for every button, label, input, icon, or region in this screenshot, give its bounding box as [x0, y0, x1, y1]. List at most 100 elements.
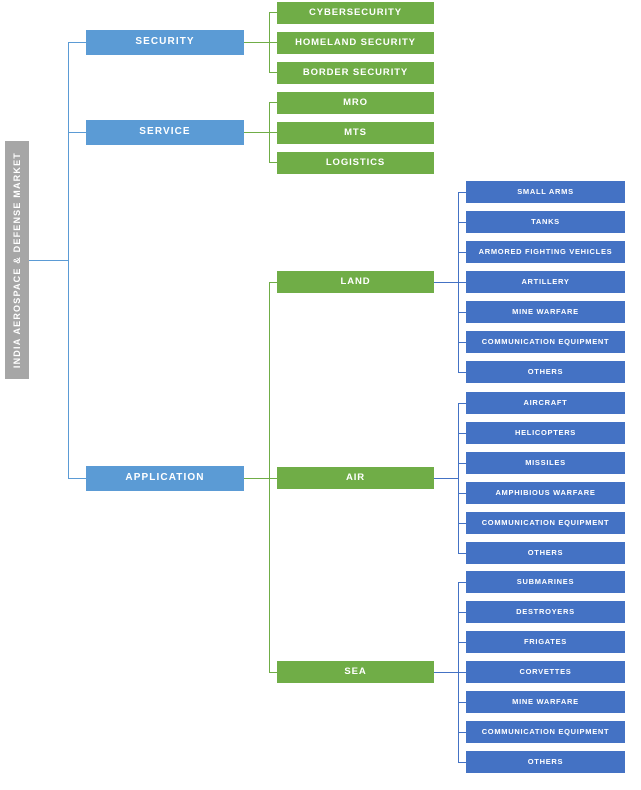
node-corvettes-label: CORVETTES [519, 667, 572, 677]
node-destroyers[interactable]: DESTROYERS [466, 601, 625, 623]
connector-application-to-air [269, 478, 277, 479]
node-submarines-label: SUBMARINES [516, 577, 575, 587]
node-submarines[interactable]: SUBMARINES [466, 571, 625, 593]
node-tanks[interactable]: TANKS [466, 211, 625, 233]
connector-service-stub [244, 132, 269, 133]
node-sea-label: SEA [344, 666, 367, 678]
connector-application-to-land [269, 282, 277, 283]
node-small-arms[interactable]: SMALL ARMS [466, 181, 625, 203]
connector-root-to-application [68, 478, 86, 479]
connector-security-to-cybersecurity [269, 12, 277, 13]
node-missiles-label: MISSILES [525, 458, 566, 468]
node-air-label: AIR [345, 472, 366, 484]
node-service-label: SERVICE [139, 126, 191, 138]
connector-security-to-border-security [269, 72, 277, 73]
connector-air-item-0 [458, 403, 466, 404]
node-homeland-security-label: HOMELAND SECURITY [295, 37, 416, 49]
node-others-sea[interactable]: OTHERS [466, 751, 625, 773]
node-mine-warfare-sea-label: MINE WARFARE [512, 697, 579, 707]
node-application[interactable]: APPLICATION [86, 466, 244, 491]
root-node-label: INDIA AEROSPACE & DEFENSE MARKET [12, 151, 22, 369]
connector-land-item-0 [458, 192, 466, 193]
node-destroyers-label: DESTROYERS [516, 607, 575, 617]
connector-service-to-logistics [269, 162, 277, 163]
connector-air-item-3 [458, 493, 466, 494]
node-mro[interactable]: MRO [277, 92, 434, 114]
node-mro-label: MRO [343, 97, 368, 109]
connector-security-stub [244, 42, 269, 43]
connector-service-to-mro [269, 102, 277, 103]
node-air[interactable]: AIR [277, 467, 434, 489]
connector-land-stub [434, 282, 458, 283]
node-mine-warfare-land[interactable]: MINE WARFARE [466, 301, 625, 323]
connector-sea-item-3 [458, 672, 466, 673]
node-others-air-label: OTHERS [527, 548, 564, 558]
node-communication-equipment-sea[interactable]: COMMUNICATION EQUIPMENT [466, 721, 625, 743]
connector-sea-item-4 [458, 702, 466, 703]
connector-root-to-service [68, 132, 86, 133]
node-communication-equipment-land-label: COMMUNICATION EQUIPMENT [481, 337, 610, 347]
node-logistics-label: LOGISTICS [325, 157, 386, 169]
connector-sea-item-1 [458, 612, 466, 613]
connector-root-stub [29, 260, 68, 261]
connector-land-item-4 [458, 312, 466, 313]
connector-land-item-5 [458, 342, 466, 343]
node-others-air[interactable]: OTHERS [466, 542, 625, 564]
node-helicopters[interactable]: HELICOPTERS [466, 422, 625, 444]
connector-service-to-mts [269, 132, 277, 133]
node-frigates[interactable]: FRIGATES [466, 631, 625, 653]
node-others-land-label: OTHERS [527, 367, 564, 377]
node-logistics[interactable]: LOGISTICS [277, 152, 434, 174]
node-aircraft-label: AIRCRAFT [523, 398, 568, 408]
connector-air-item-5 [458, 553, 466, 554]
connector-land-item-3 [458, 282, 466, 283]
connector-air-item-4 [458, 523, 466, 524]
node-land[interactable]: LAND [277, 271, 434, 293]
node-aircraft[interactable]: AIRCRAFT [466, 392, 625, 414]
node-land-label: LAND [340, 276, 371, 288]
node-application-label: APPLICATION [125, 472, 205, 484]
node-mts-label: MTS [344, 127, 367, 139]
connector-application-stub [244, 478, 269, 479]
node-homeland-security[interactable]: HOMELAND SECURITY [277, 32, 434, 54]
node-mine-warfare-land-label: MINE WARFARE [512, 307, 579, 317]
node-others-land[interactable]: OTHERS [466, 361, 625, 383]
connector-air-item-2 [458, 463, 466, 464]
node-armored-fighting-vehicles[interactable]: ARMORED FIGHTING VEHICLES [466, 241, 625, 263]
node-amphibious-warfare-label: AMPHIBIOUS WARFARE [495, 488, 596, 498]
connector-sea-item-5 [458, 732, 466, 733]
node-tanks-label: TANKS [531, 217, 560, 227]
node-communication-equipment-air[interactable]: COMMUNICATION EQUIPMENT [466, 512, 625, 534]
node-security[interactable]: SECURITY [86, 30, 244, 55]
node-artillery[interactable]: ARTILLERY [466, 271, 625, 293]
node-others-sea-label: OTHERS [527, 757, 564, 767]
connector-land-item-2 [458, 252, 466, 253]
connector-security-to-homeland-security [269, 42, 277, 43]
node-cybersecurity[interactable]: CYBERSECURITY [277, 2, 434, 24]
node-cybersecurity-label: CYBERSECURITY [309, 7, 402, 19]
node-helicopters-label: HELICOPTERS [514, 428, 577, 438]
node-border-security[interactable]: BORDER SECURITY [277, 62, 434, 84]
node-communication-equipment-air-label: COMMUNICATION EQUIPMENT [481, 518, 610, 528]
connector-land-item-6 [458, 372, 466, 373]
node-communication-equipment-land[interactable]: COMMUNICATION EQUIPMENT [466, 331, 625, 353]
connector-sea-stub [434, 672, 458, 673]
node-mts[interactable]: MTS [277, 122, 434, 144]
node-sea[interactable]: SEA [277, 661, 434, 683]
connector-root-to-security [68, 42, 86, 43]
node-security-label: SECURITY [135, 36, 195, 48]
node-mine-warfare-sea[interactable]: MINE WARFARE [466, 691, 625, 713]
root-node-india-aerospace-defense-market[interactable]: INDIA AEROSPACE & DEFENSE MARKET [5, 141, 29, 379]
node-artillery-label: ARTILLERY [521, 277, 570, 287]
node-armored-fighting-vehicles-label: ARMORED FIGHTING VEHICLES [478, 247, 613, 257]
connector-application-trunk [269, 282, 270, 672]
node-service[interactable]: SERVICE [86, 120, 244, 145]
node-corvettes[interactable]: CORVETTES [466, 661, 625, 683]
node-missiles[interactable]: MISSILES [466, 452, 625, 474]
node-small-arms-label: SMALL ARMS [517, 187, 574, 197]
connector-air-item-1 [458, 433, 466, 434]
node-amphibious-warfare[interactable]: AMPHIBIOUS WARFARE [466, 482, 625, 504]
connector-land-item-1 [458, 222, 466, 223]
node-frigates-label: FRIGATES [524, 637, 567, 647]
